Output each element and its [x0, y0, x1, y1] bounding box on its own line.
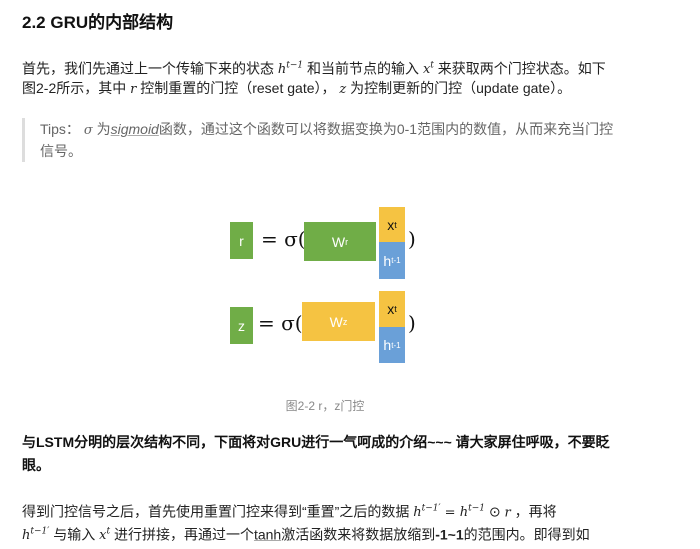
tanh-link[interactable]: tanh — [253, 526, 282, 543]
intro-line-2: 图2-2所示，其中 r 控制重置的门控（reset gate）， z 为控制更新… — [22, 80, 572, 97]
bold-para-line-1: 与LSTM分明的层次结构不同，下面将对GRU进行一气呵成的介绍~~~ 请大家屏住… — [22, 434, 610, 450]
bold-para-line-2: 眼。 — [22, 457, 50, 473]
math-x: xt — [422, 61, 434, 78]
figure-caption: 图2-2 r，z门控 — [285, 399, 365, 413]
para3-line-2: ht−1′ 与输入 xt 进行拼接，再通过一个tanh激活函数来将数据放缩到-1… — [22, 526, 590, 544]
sigmoid-link[interactable]: sigmoid — [110, 121, 159, 137]
para3-line-1: 得到门控信号之后，首先使用重置门控来得到“重置”之后的数据 ht−1′ = ht… — [22, 503, 557, 521]
z-box: z — [230, 307, 253, 344]
r-box: r — [230, 222, 253, 259]
tips-blockquote: Tips： σ 为sigmoid函数，通过这个函数可以将数据变换为0-1范围内的… — [22, 118, 665, 162]
sigma-eq-z: = σ( — [258, 311, 303, 335]
math-h: ht−1 — [277, 61, 304, 78]
sigma-eq-r: = σ( — [261, 227, 306, 251]
intro-line-1: 首先，我们先通过上一个传输下来的状态 ht−1 和当前节点的输入 xt 来获取两… — [22, 60, 606, 78]
section-heading: 2.2 GRU的内部结构 — [22, 13, 174, 32]
